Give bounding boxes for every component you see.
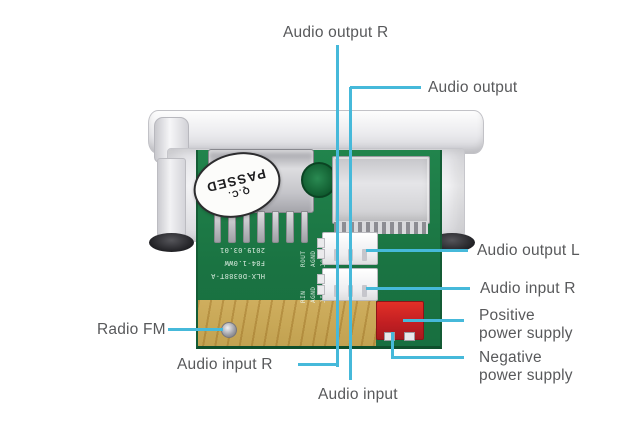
front-panel-rim bbox=[148, 110, 484, 154]
silk-agnd-out: AGND bbox=[310, 250, 317, 267]
fm-antenna-screw bbox=[221, 322, 237, 338]
pcb-model-number: HLX-D0388T-A bbox=[210, 272, 265, 280]
callout-line-audio-input-r-right bbox=[366, 287, 470, 290]
label-audio-output-r: Audio output R bbox=[283, 24, 389, 41]
left-mounting-foot bbox=[149, 233, 194, 252]
label-audio-output: Audio output bbox=[428, 79, 518, 96]
callout-line-audio-output-elbow bbox=[350, 86, 421, 89]
pcb-date-code: 2019.03.01 bbox=[219, 246, 265, 254]
callout-line-audio-output bbox=[349, 87, 352, 380]
pcb-silkscreen-text: HLX-D0388T-A F84-1.0WW 2019.03.01 bbox=[199, 243, 265, 282]
label-audio-input: Audio input bbox=[318, 386, 398, 403]
label-audio-input-r-right: Audio input R bbox=[480, 280, 576, 297]
usb-solder-pins bbox=[214, 211, 308, 243]
label-negative-power-supply: Negative power supply bbox=[479, 349, 573, 384]
label-positive-power-supply: Positive power supply bbox=[479, 307, 573, 342]
label-audio-input-r-bottom: Audio input R bbox=[177, 356, 273, 373]
tf-card-slot bbox=[332, 156, 430, 224]
silk-rin: RIN bbox=[300, 290, 307, 303]
silk-rout: ROUT bbox=[300, 250, 307, 267]
pcb-revision: F84-1.0WW bbox=[224, 259, 265, 267]
label-radio-fm: Radio FM bbox=[97, 321, 166, 338]
tf-card-slot-pins bbox=[334, 222, 428, 234]
volume-knob-stem bbox=[157, 158, 186, 240]
callout-line-radio-fm bbox=[168, 328, 223, 331]
callout-line-audio-input-r-bottom bbox=[298, 363, 339, 366]
callout-line-negative-power bbox=[391, 356, 464, 359]
callout-line-audio-output-r bbox=[336, 45, 339, 367]
silk-agnd-in: AGND bbox=[310, 286, 317, 303]
label-audio-output-l: Audio output L bbox=[477, 242, 580, 259]
callout-line-negative-power-vertical bbox=[391, 332, 394, 359]
callout-line-audio-output-l bbox=[366, 249, 468, 252]
callout-line-positive-power bbox=[403, 319, 464, 322]
